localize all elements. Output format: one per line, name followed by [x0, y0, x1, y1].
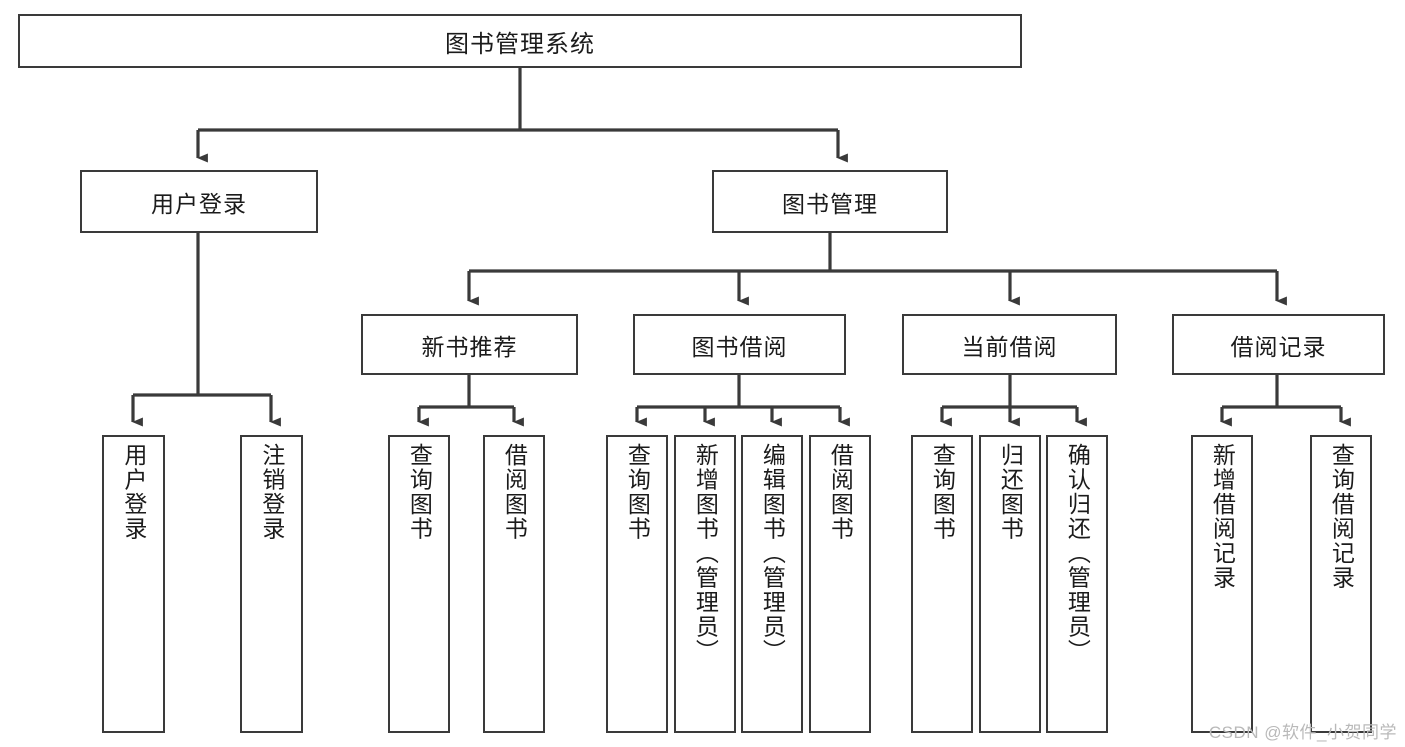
node-leaf-return-book[interactable]: 归还图书	[979, 435, 1041, 733]
node-leaf-query-book-2[interactable]: 查询图书	[606, 435, 668, 733]
node-label: 借阅图书	[501, 443, 528, 541]
node-label: 借阅记录	[1230, 333, 1327, 360]
node-label: 注销登录	[258, 443, 285, 541]
node-label: 编辑图书（管理员）	[759, 443, 786, 664]
node-leaf-query-book-1[interactable]: 查询图书	[388, 435, 450, 733]
node-leaf-borrow-book-1[interactable]: 借阅图书	[483, 435, 545, 733]
node-leaf-user-login[interactable]: 用户登录	[102, 435, 165, 733]
node-current-borrow[interactable]: 当前借阅	[902, 314, 1117, 375]
node-label: 借阅图书	[827, 443, 854, 541]
node-label: 查询图书	[929, 443, 956, 541]
csdn-watermark: CSDN @软件_小贺同学	[1208, 723, 1397, 742]
node-label: 查询图书	[624, 443, 651, 541]
node-label: 确认归还（管理员）	[1064, 443, 1091, 664]
node-label: 新增借阅记录	[1209, 443, 1236, 590]
node-leaf-user-logout[interactable]: 注销登录	[240, 435, 303, 733]
node-label: 图书管理	[782, 190, 878, 217]
node-book-borrow[interactable]: 图书借阅	[633, 314, 846, 375]
node-label: 图书借阅	[691, 333, 788, 360]
node-label: 当前借阅	[961, 333, 1058, 360]
node-leaf-add-book[interactable]: 新增图书（管理员）	[674, 435, 736, 733]
node-label: 查询图书	[406, 443, 433, 541]
node-label: 查询借阅记录	[1328, 443, 1355, 590]
node-borrow-record[interactable]: 借阅记录	[1172, 314, 1385, 375]
node-leaf-query-book-3[interactable]: 查询图书	[911, 435, 973, 733]
node-new-book-recommend[interactable]: 新书推荐	[361, 314, 578, 375]
node-root-system[interactable]: 图书管理系统	[18, 14, 1022, 68]
node-label: 归还图书	[997, 443, 1024, 541]
node-leaf-borrow-book-2[interactable]: 借阅图书	[809, 435, 871, 733]
node-label: 新增图书（管理员）	[692, 443, 719, 664]
node-label: 新书推荐	[421, 333, 518, 360]
node-label: 用户登录	[120, 443, 147, 541]
node-leaf-edit-book[interactable]: 编辑图书（管理员）	[741, 435, 803, 733]
node-label: 用户登录	[151, 190, 247, 217]
node-user-login[interactable]: 用户登录	[80, 170, 318, 233]
node-book-manage[interactable]: 图书管理	[712, 170, 948, 233]
node-label: 图书管理系统	[445, 30, 595, 58]
node-leaf-confirm-return[interactable]: 确认归还（管理员）	[1046, 435, 1108, 733]
node-leaf-query-record[interactable]: 查询借阅记录	[1310, 435, 1372, 733]
node-leaf-add-record[interactable]: 新增借阅记录	[1191, 435, 1253, 733]
